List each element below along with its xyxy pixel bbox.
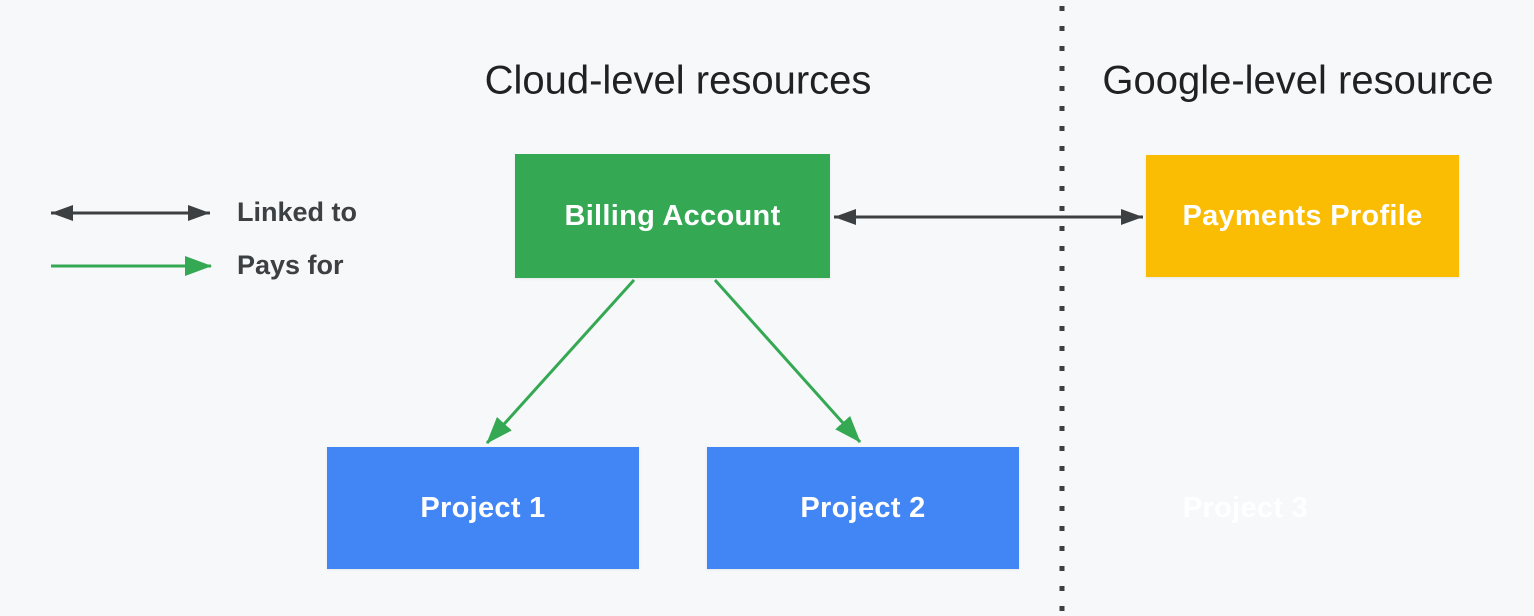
edge-billing-to-project1-pays-arrow: [485, 278, 636, 445]
billing-account-label: Billing Account: [564, 199, 781, 232]
project-3-ghost-node: Project 3: [1089, 447, 1402, 569]
cloud-level-section-title: Cloud-level resources: [484, 58, 872, 103]
legend-linked-to-label: Linked to: [237, 196, 357, 227]
billing-account-node: Billing Account: [515, 154, 830, 278]
edge-billing-to-project2-pays-arrow: [713, 278, 862, 444]
google-level-section-title: Google-level resource: [1102, 58, 1494, 103]
payments-profile-node: Payments Profile: [1146, 155, 1459, 277]
legend-pays-for-label: Pays for: [237, 249, 344, 280]
project-2-node: Project 2: [707, 447, 1019, 569]
project-1-label: Project 1: [420, 491, 546, 524]
project-1-node: Project 1: [327, 447, 639, 569]
project-3-label: Project 3: [1182, 491, 1309, 524]
payments-profile-label: Payments Profile: [1182, 199, 1423, 232]
project-2-label: Project 2: [800, 491, 926, 524]
